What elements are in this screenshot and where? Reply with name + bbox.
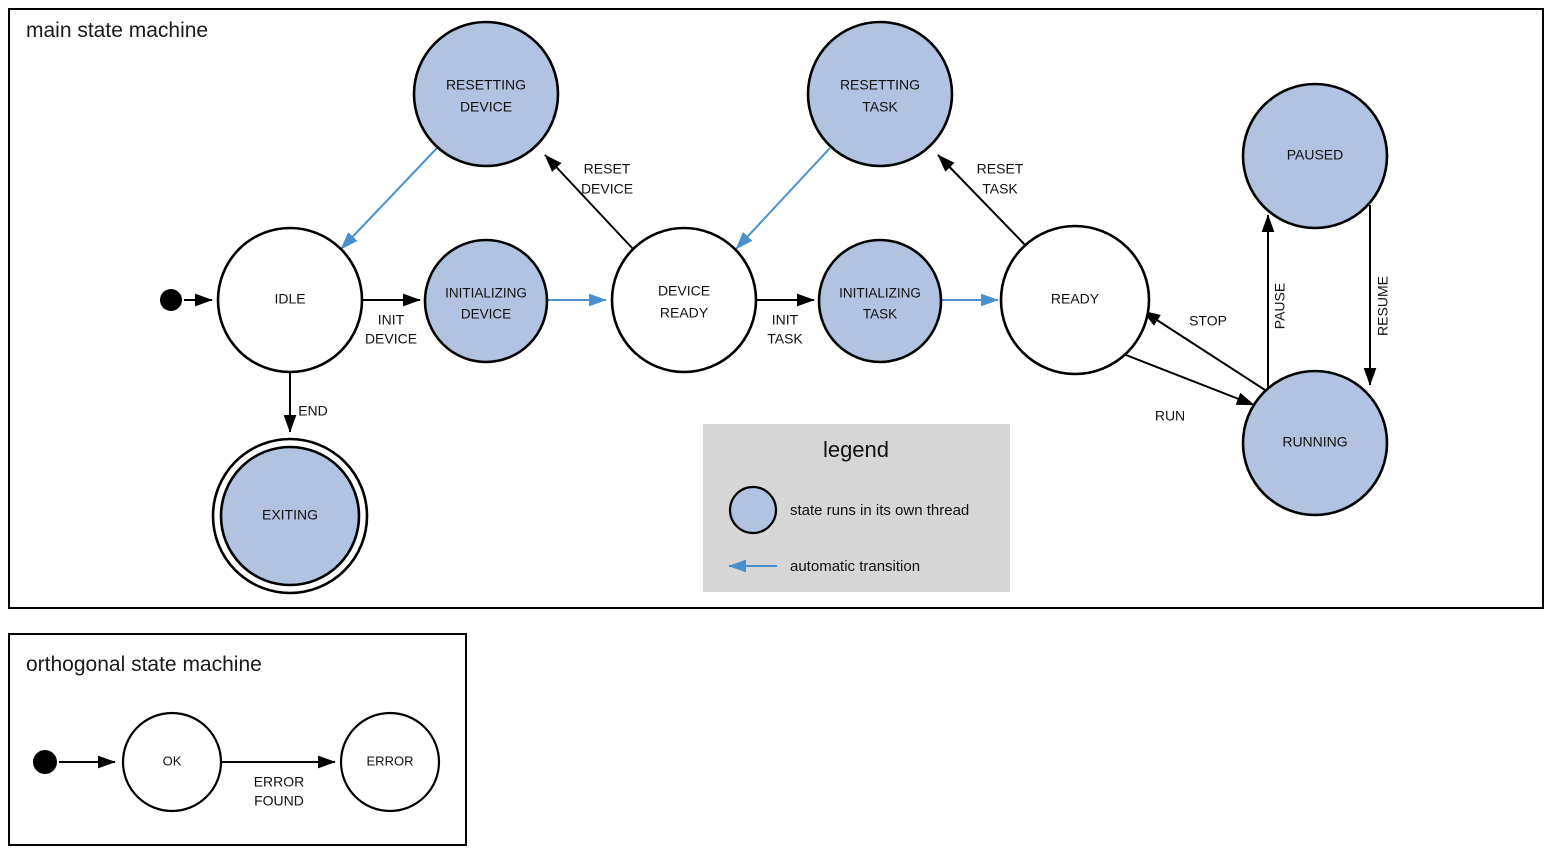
edge-label-reset-device-line1: RESET	[584, 161, 631, 177]
legend-threaded-state-swatch-icon	[728, 485, 778, 535]
final-state-outer-ring	[211, 437, 369, 595]
edge-label-run: RUN	[1155, 408, 1185, 424]
edge-label-init-task-line2: TASK	[767, 331, 803, 347]
state-label-paused: PAUSED	[1287, 147, 1344, 163]
state-label-resetting-task-line1: RESETTING	[840, 77, 920, 93]
legend-item-automatic-transition: automatic transition	[728, 558, 920, 575]
orthogonal-frame-title: orthogonal state machine	[26, 653, 262, 676]
state-label-device-ready-line2: READY	[660, 305, 709, 321]
state-ready[interactable]: READY	[999, 224, 1151, 376]
main-frame-title: main state machine	[26, 19, 208, 42]
transition-running-to-paused: PAUSE	[1261, 214, 1288, 395]
transition-idle-to-initializing-device: INIT DEVICE	[362, 293, 421, 347]
transition-ready-to-running: RUN	[1125, 354, 1255, 424]
state-initializing-task[interactable]: INITIALIZING TASK	[817, 238, 943, 364]
transition-resetting-device-to-idle	[340, 147, 438, 250]
legend-item-2-label: automatic transition	[790, 558, 920, 575]
legend-item-1-label: state runs in its own thread	[790, 502, 969, 519]
state-label-resetting-task-line2: TASK	[862, 99, 898, 115]
state-label-initializing-task-line2: TASK	[863, 307, 897, 322]
state-label-initializing-device-line1: INITIALIZING	[445, 286, 527, 301]
state-label-initializing-task-line1: INITIALIZING	[839, 286, 921, 301]
edge-label-pause: PAUSE	[1272, 283, 1288, 329]
state-idle[interactable]: IDLE	[216, 226, 364, 374]
state-label-ready: READY	[1051, 291, 1100, 307]
legend-title: legend	[823, 437, 889, 462]
transition-running-to-ready: STOP	[1142, 310, 1266, 391]
state-label-initializing-device-line2: DEVICE	[461, 307, 511, 322]
transition-idle-to-exiting: END	[283, 372, 328, 433]
state-label-device-ready-line1: DEVICE	[658, 283, 710, 299]
edge-label-init-device-line2: DEVICE	[365, 331, 417, 347]
edge-label-error-found-line2: FOUND	[254, 793, 304, 809]
transition-resetting-task-to-device-ready	[735, 147, 831, 250]
state-running[interactable]: RUNNING	[1241, 369, 1389, 517]
transition-device-ready-to-resetting-device: RESET DEVICE	[544, 154, 635, 251]
state-exiting[interactable]: EXITING	[211, 437, 369, 595]
edge-label-init-device-line1: INIT	[378, 312, 405, 328]
initial-pseudostate-orthogonal	[33, 750, 57, 774]
state-ok[interactable]: OK	[121, 711, 223, 813]
state-label-idle: IDLE	[274, 291, 305, 307]
transition-ready-to-resetting-task: RESET TASK	[937, 154, 1030, 250]
edge-label-init-task-line1: INIT	[772, 312, 799, 328]
transition-paused-to-running: RESUME	[1363, 205, 1391, 386]
state-paused[interactable]: PAUSED	[1241, 82, 1389, 230]
edge-label-reset-device-line2: DEVICE	[581, 181, 633, 197]
transition-device-ready-to-initializing-task: INIT TASK	[757, 293, 815, 347]
state-label-exiting: EXITING	[262, 507, 318, 523]
state-initializing-device[interactable]: INITIALIZING DEVICE	[423, 238, 549, 364]
state-label-ok: OK	[163, 753, 182, 768]
state-error[interactable]: ERROR	[339, 711, 441, 813]
state-resetting-task[interactable]: RESETTING TASK	[806, 20, 954, 168]
state-label-running: RUNNING	[1282, 434, 1347, 450]
legend: legend state runs in its own thread auto…	[703, 424, 1010, 592]
state-label-resetting-device-line2: DEVICE	[460, 99, 512, 115]
transition-ok-to-error: ERROR FOUND	[222, 755, 336, 809]
edge-label-resume: RESUME	[1375, 276, 1391, 336]
state-resetting-device[interactable]: RESETTING DEVICE	[412, 20, 560, 168]
edge-label-reset-task-line1: RESET	[977, 161, 1024, 177]
edge-label-reset-task-line2: TASK	[982, 181, 1018, 197]
edge-label-end: END	[298, 403, 328, 419]
edge-label-error-found-line1: ERROR	[254, 774, 305, 790]
edge-label-stop: STOP	[1189, 313, 1227, 329]
legend-item-threaded-state: state runs in its own thread	[728, 485, 969, 535]
state-label-resetting-device-line1: RESETTING	[446, 77, 526, 93]
state-label-error: ERROR	[367, 753, 414, 768]
initial-pseudostate-main	[160, 289, 182, 311]
state-device-ready[interactable]: DEVICE READY	[610, 226, 758, 374]
